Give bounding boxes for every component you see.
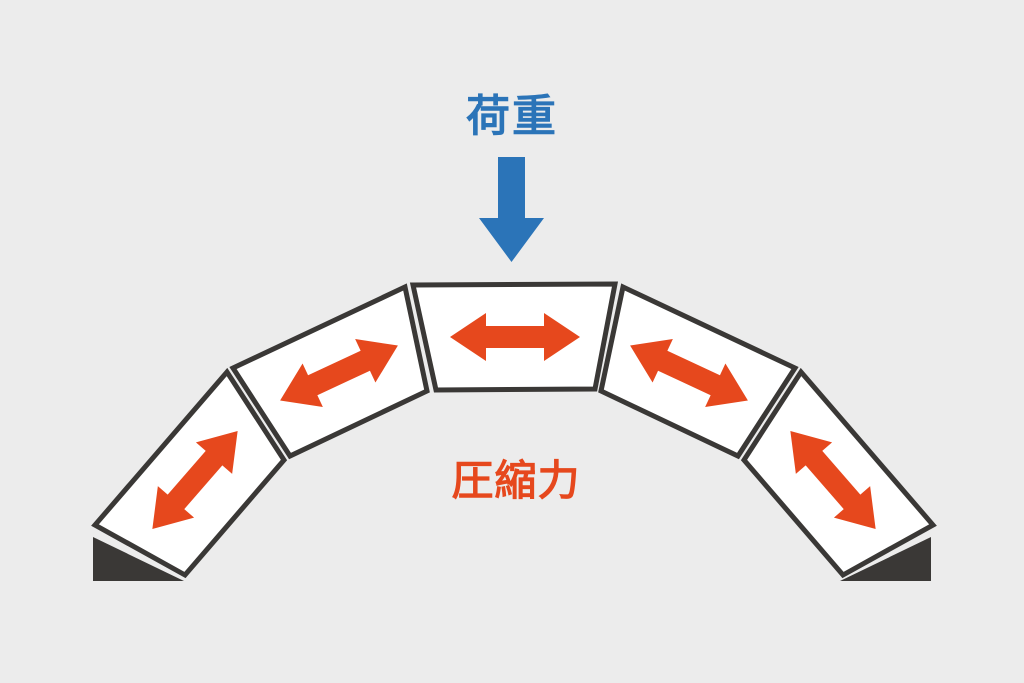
right-abutment	[840, 537, 931, 581]
load-label: 荷重	[466, 91, 558, 142]
load-down-arrow-icon	[479, 157, 544, 262]
left-abutment	[93, 537, 184, 581]
compression-label: 圧縮力	[451, 456, 580, 505]
